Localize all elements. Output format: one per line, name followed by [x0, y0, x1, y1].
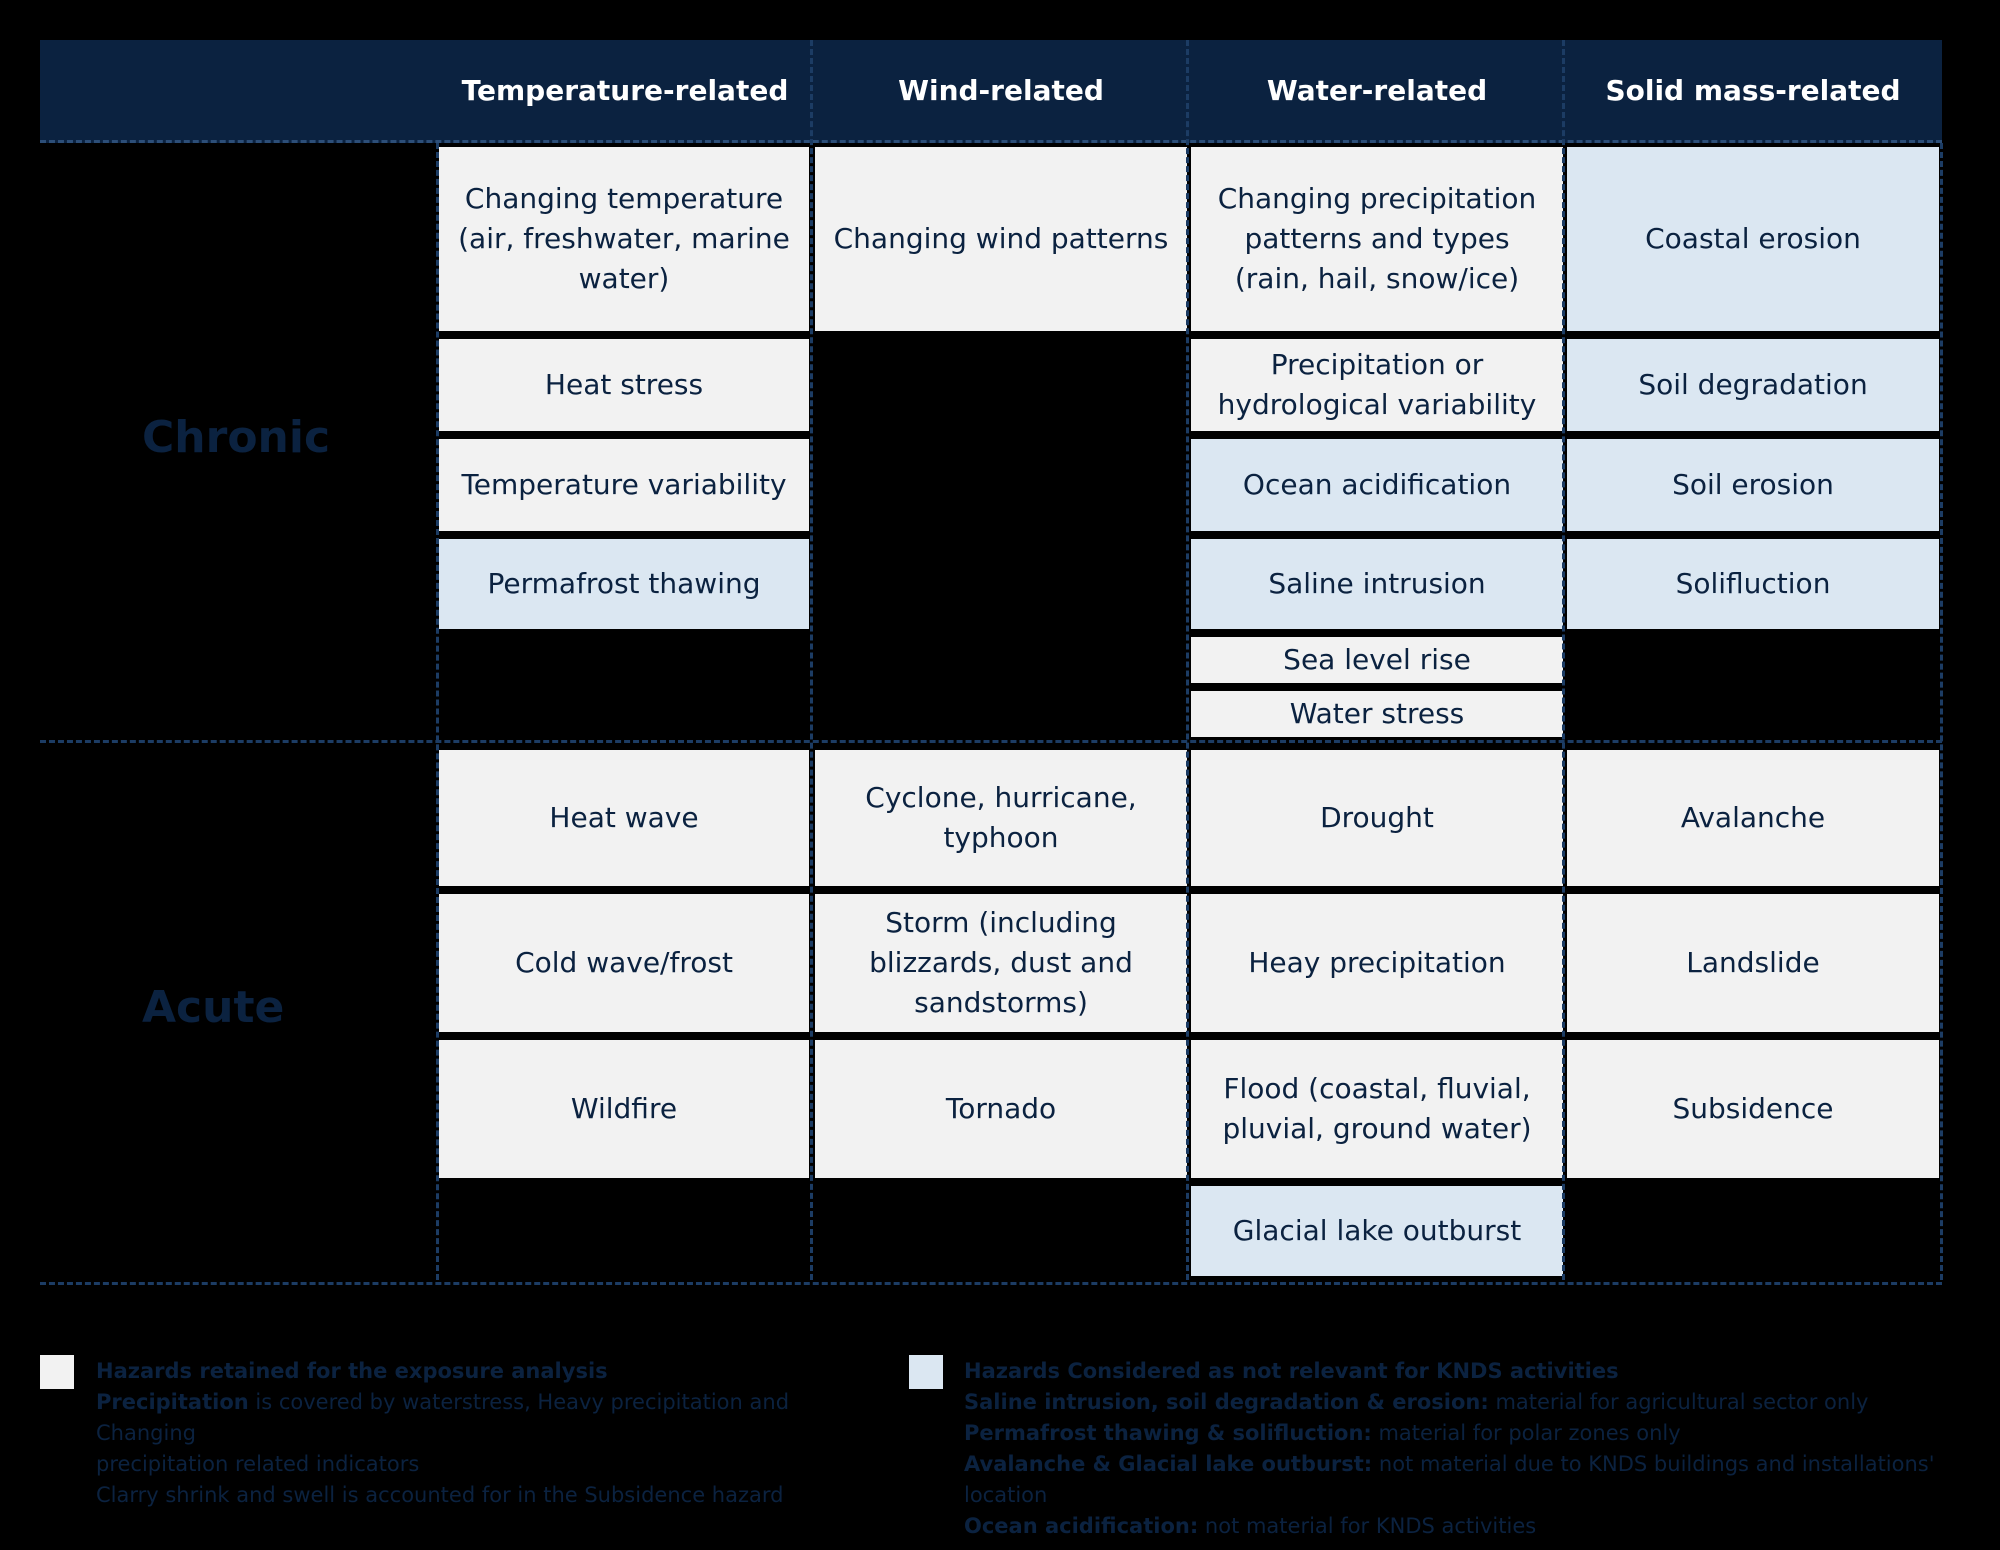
- legend-not-relevant-text: material for polar zones only: [1371, 1421, 1681, 1445]
- legend-not-relevant-text: not material due to KNDS buildings and i…: [964, 1452, 1935, 1507]
- legend-swatch-retained: [40, 1355, 74, 1389]
- column-divider: [1940, 143, 1943, 1280]
- hazard-cell-heat-wave: Heat wave: [439, 750, 809, 886]
- hazard-cell-changing-temperature: Changing temperature (air, freshwater, m…: [439, 147, 809, 331]
- hazard-cell-glacial-lake-outburst: Glacial lake outburst: [1191, 1186, 1563, 1276]
- column-header-water: Water-related: [1266, 73, 1488, 107]
- legend-retained-title: Hazards retained for the exposure analys…: [96, 1359, 608, 1383]
- table-header: [40, 40, 1942, 143]
- section-divider: [40, 740, 1942, 743]
- hazard-cell-saline-intrusion: Saline intrusion: [1191, 539, 1563, 629]
- column-divider: [810, 40, 813, 1280]
- legend-not-relevant-bold: Ocean acidification:: [964, 1514, 1199, 1538]
- hazard-cell-cyclone: Cyclone, hurricane, typhoon: [815, 750, 1187, 886]
- legend-not-relevant-bold: Permafrost thawing & solifluction:: [964, 1421, 1372, 1445]
- hazard-cell-flood: Flood (coastal, fluvial, pluvial, ground…: [1191, 1040, 1563, 1178]
- legend-retained-text: precipitation related indicators: [96, 1452, 420, 1476]
- hazard-cell-ocean-acidification: Ocean acidification: [1191, 439, 1563, 531]
- hazard-cell-sea-level-rise: Sea level rise: [1191, 637, 1563, 683]
- hazard-cell-temperature-variability: Temperature variability: [439, 439, 809, 531]
- hazard-cell-heavy-precipitation: Heay precipitation: [1191, 894, 1563, 1032]
- legend-swatch-not-relevant: [909, 1355, 943, 1389]
- legend-retained-bold: Precipitation: [96, 1390, 249, 1414]
- hazard-cell-soil-degradation: Soil degradation: [1567, 339, 1939, 431]
- legend-retained: Hazards retained for the exposure analys…: [96, 1356, 876, 1511]
- hazard-cell-avalanche: Avalanche: [1567, 750, 1939, 886]
- legend-not-relevant-title: Hazards Considered as not relevant for K…: [964, 1359, 1619, 1383]
- column-divider: [1562, 40, 1565, 1280]
- column-header-wind: Wind-related: [898, 73, 1104, 107]
- hazard-cell-wildfire: Wildfire: [439, 1040, 809, 1178]
- hazard-cell-precipitation-variability: Precipitation or hydrological variabilit…: [1191, 339, 1563, 431]
- hazard-cell-water-stress: Water stress: [1191, 691, 1563, 737]
- hazard-cell-storm: Storm (including blizzards, dust and san…: [815, 894, 1187, 1032]
- column-divider: [1186, 40, 1189, 1280]
- hazard-cell-subsidence: Subsidence: [1567, 1040, 1939, 1178]
- legend-not-relevant-bold: Saline intrusion, soil degradation & ero…: [964, 1390, 1489, 1414]
- row-label-acute: Acute: [142, 982, 285, 1033]
- hazard-cell-drought: Drought: [1191, 750, 1563, 886]
- hazard-cell-solifluction: Solifluction: [1567, 539, 1939, 629]
- hazard-cell-cold-wave-frost: Cold wave/frost: [439, 894, 809, 1032]
- legend-not-relevant: Hazards Considered as not relevant for K…: [964, 1356, 1964, 1542]
- legend-retained-text: is covered by waterstress, Heavy precipi…: [96, 1390, 790, 1445]
- hazard-cell-soil-erosion: Soil erosion: [1567, 439, 1939, 531]
- hazard-cell-heat-stress: Heat stress: [439, 339, 809, 431]
- hazard-cell-landslide: Landslide: [1567, 894, 1939, 1032]
- column-header-solid-mass: Solid mass-related: [1605, 73, 1901, 107]
- legend-retained-text: Clarry shrink and swell is accounted for…: [96, 1483, 784, 1507]
- row-label-chronic: Chronic: [142, 412, 331, 463]
- legend-not-relevant-text: not material for KNDS activities: [1198, 1514, 1537, 1538]
- hazard-cell-tornado: Tornado: [815, 1040, 1187, 1178]
- hazard-cell-changing-wind-patterns: Changing wind patterns: [815, 147, 1187, 331]
- column-header-temperature: Temperature-related: [461, 73, 789, 107]
- table-bottom-line: [40, 1282, 1942, 1285]
- hazard-cell-permafrost-thawing: Permafrost thawing: [439, 539, 809, 629]
- hazard-cell-coastal-erosion: Coastal erosion: [1567, 147, 1939, 331]
- column-divider: [436, 143, 439, 1280]
- legend-not-relevant-text: material for agricultural sector only: [1488, 1390, 1869, 1414]
- legend-not-relevant-bold: Avalanche & Glacial lake outburst:: [964, 1452, 1373, 1476]
- hazard-cell-changing-precipitation: Changing precipitation patterns and type…: [1191, 147, 1563, 331]
